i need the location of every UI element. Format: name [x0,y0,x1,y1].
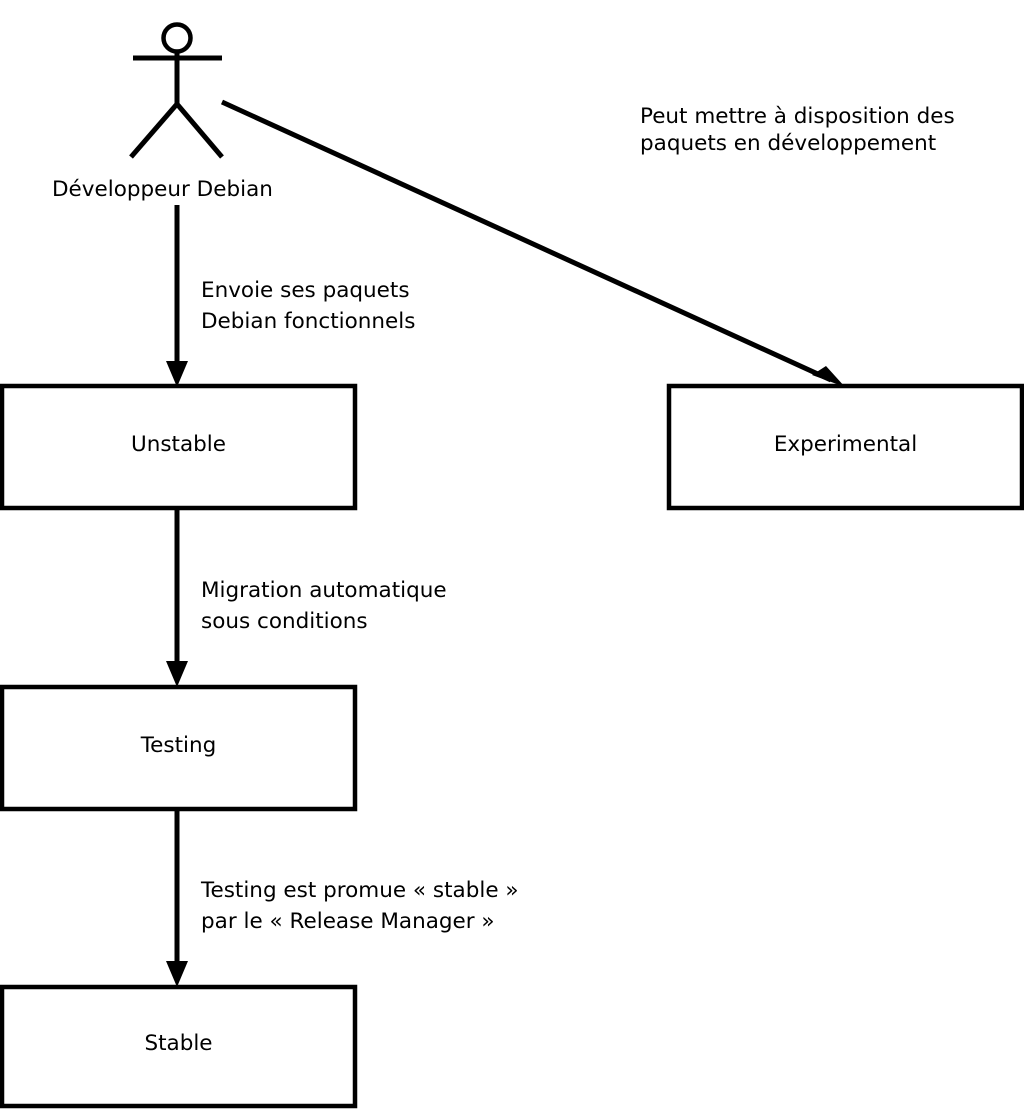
arrow-unstable-to-testing [166,508,188,687]
arrow-dev-to-experimental [220,99,845,387]
edge-label-unstable-to-testing-line2: sous conditions [201,609,368,634]
actor-head-icon [161,22,193,54]
actor-stick-figure [129,22,224,159]
edge-label-dev-to-unstable-line1: Envoie ses paquets [201,278,410,303]
edge-label-unstable-to-testing-line1: Migration automatique [201,578,447,603]
node-box-testing[interactable] [0,684,358,812]
edge-label-testing-to-stable-line1: Testing est promue « stable » [201,878,519,903]
actor-right-leg-line [175,102,224,159]
edge-label-dev-to-experimental-line2: paquets en développement [640,131,937,156]
node-label-experimental: Experimental [773,432,918,457]
node-box-experimental[interactable] [666,383,1024,511]
arrow-dev-to-experimental-head [812,366,845,387]
arrow-dev-to-unstable [166,205,188,387]
node-label-testing: Testing [140,733,217,758]
arrow-dev-to-experimental-line [220,99,833,383]
edge-label-dev-to-experimental-line1: Peut mettre à disposition des [640,104,955,129]
actor-label: Développeur Debian [52,177,273,202]
edge-label-testing-to-stable-line2: par le « Release Manager » [201,909,495,934]
node-box-unstable[interactable] [0,383,358,511]
arrow-dev-to-unstable-head [166,361,188,387]
arrow-testing-to-stable [166,809,188,987]
arrow-testing-to-stable-head [166,961,188,987]
edge-label-dev-to-unstable-line2: Debian fonctionnels [201,309,416,334]
node-label-unstable: Unstable [130,432,227,457]
actor-left-leg-line [129,102,179,159]
arrow-unstable-to-testing-head [166,661,188,687]
node-box-stable[interactable] [0,984,358,1109]
node-label-stable: Stable [144,1031,213,1056]
